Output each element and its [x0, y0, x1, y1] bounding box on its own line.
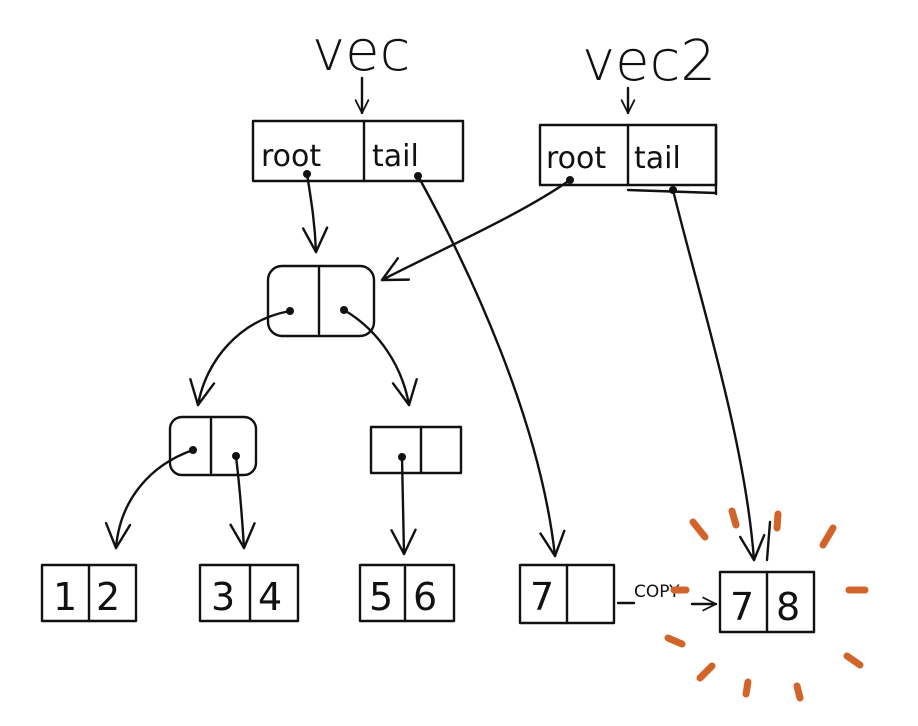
highlight-ray — [843, 652, 864, 669]
highlight-ray — [819, 524, 837, 549]
leaf-3-4-value-b: 4 — [258, 575, 282, 619]
internal-left-to-leaf-3-4-arrow — [229, 454, 256, 550]
leaf-3-4-value-a: 3 — [211, 575, 235, 619]
internal-node-right — [369, 425, 463, 475]
highlight-ray — [689, 518, 709, 541]
vec-tail-field: tail — [372, 139, 419, 174]
tail-leaf-7: 7 — [518, 563, 616, 625]
new-leaf-highlight-rays — [664, 507, 869, 702]
leaf-1-2: 1 2 — [40, 563, 138, 623]
internal-node-right-box — [369, 425, 463, 475]
internal-node-left-box — [168, 415, 258, 477]
internal-right-to-leaf-5-6-arrow — [390, 455, 417, 556]
vec-root-field: root — [261, 139, 321, 174]
highlight-ray — [696, 662, 716, 682]
root-right-to-internal-right-arrow — [342, 308, 418, 407]
internal-left-to-leaf-1-2-arrow — [104, 448, 195, 550]
vec2-tail-to-leaf-7-8-arrow — [671, 188, 766, 562]
highlight-ray — [742, 678, 752, 698]
leaf-5-6: 5 6 — [358, 563, 456, 623]
vec-header-box — [251, 119, 465, 183]
vec2-root-field: root — [546, 141, 606, 176]
vec-label: vec — [312, 19, 410, 84]
tail-leaf-7-8-value-a: 7 — [730, 585, 754, 629]
vec-header: root tail — [251, 119, 465, 183]
vec2-header: root tail — [538, 123, 718, 196]
vec2-label: vec2 — [582, 29, 716, 94]
copy-arrow: COPY — [616, 582, 718, 612]
leaf-5-6-value-b: 6 — [413, 575, 437, 619]
highlight-ray — [728, 507, 740, 529]
leaf-1-2-value-a: 1 — [53, 575, 77, 619]
leaf-3-4: 3 4 — [198, 563, 300, 623]
leaf-5-6-box — [358, 563, 456, 623]
vec2-root-to-root-node-arrow — [380, 178, 572, 282]
root-node-box — [266, 264, 376, 338]
leaf-1-2-value-b: 2 — [96, 575, 120, 619]
root-left-to-internal-left-arrow — [189, 309, 292, 407]
vec-tail-to-leaf-7-arrow — [416, 174, 566, 558]
highlight-ray — [773, 510, 782, 532]
new-leaf-extra-stroke — [765, 520, 772, 562]
leaf-5-6-value-a: 5 — [369, 575, 393, 619]
highlight-ray — [664, 634, 686, 648]
highlight-ray — [793, 682, 804, 702]
tail-leaf-7-8: 7 8 — [718, 570, 816, 634]
tail-leaf-7-8-value-b: 8 — [776, 585, 800, 629]
vec2-tail-field: tail — [634, 141, 681, 176]
internal-node-left — [168, 415, 258, 477]
root-node — [266, 264, 376, 338]
copy-label: COPY — [634, 582, 680, 602]
tail-leaf-7-value-a: 7 — [530, 575, 554, 619]
vec-root-to-root-node-arrow — [301, 172, 329, 254]
